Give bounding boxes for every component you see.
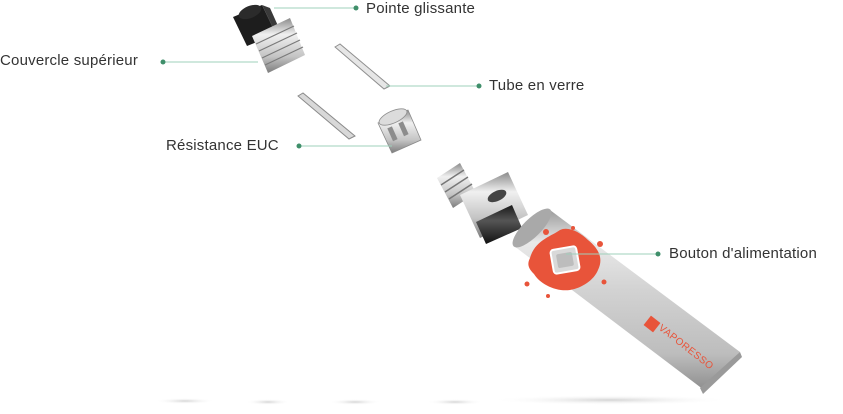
ground-shadow	[155, 395, 730, 405]
top-cap-part	[252, 18, 305, 73]
label-drip-tip: Pointe glissante	[366, 0, 476, 17]
leader-dot-power-button	[655, 251, 661, 257]
leader-dot-drip-tip	[353, 5, 359, 11]
leader-dot-top-cap	[160, 59, 166, 65]
leader-dot-glass-tube	[476, 83, 482, 89]
power-button	[549, 245, 581, 275]
label-glass-tube: Tube en verre	[489, 77, 585, 94]
tank-base-part	[437, 163, 528, 244]
label-top-cap: Couvercle supérieur	[0, 52, 139, 69]
coil-part	[377, 108, 422, 154]
leader-dot-coil	[296, 143, 302, 149]
leader-dots	[160, 5, 661, 257]
label-coil: Résistance EUC	[166, 137, 279, 154]
label-power-button: Bouton d'alimentation	[669, 245, 817, 262]
leader-lines	[163, 7, 657, 255]
glass-tube-part	[297, 43, 391, 140]
